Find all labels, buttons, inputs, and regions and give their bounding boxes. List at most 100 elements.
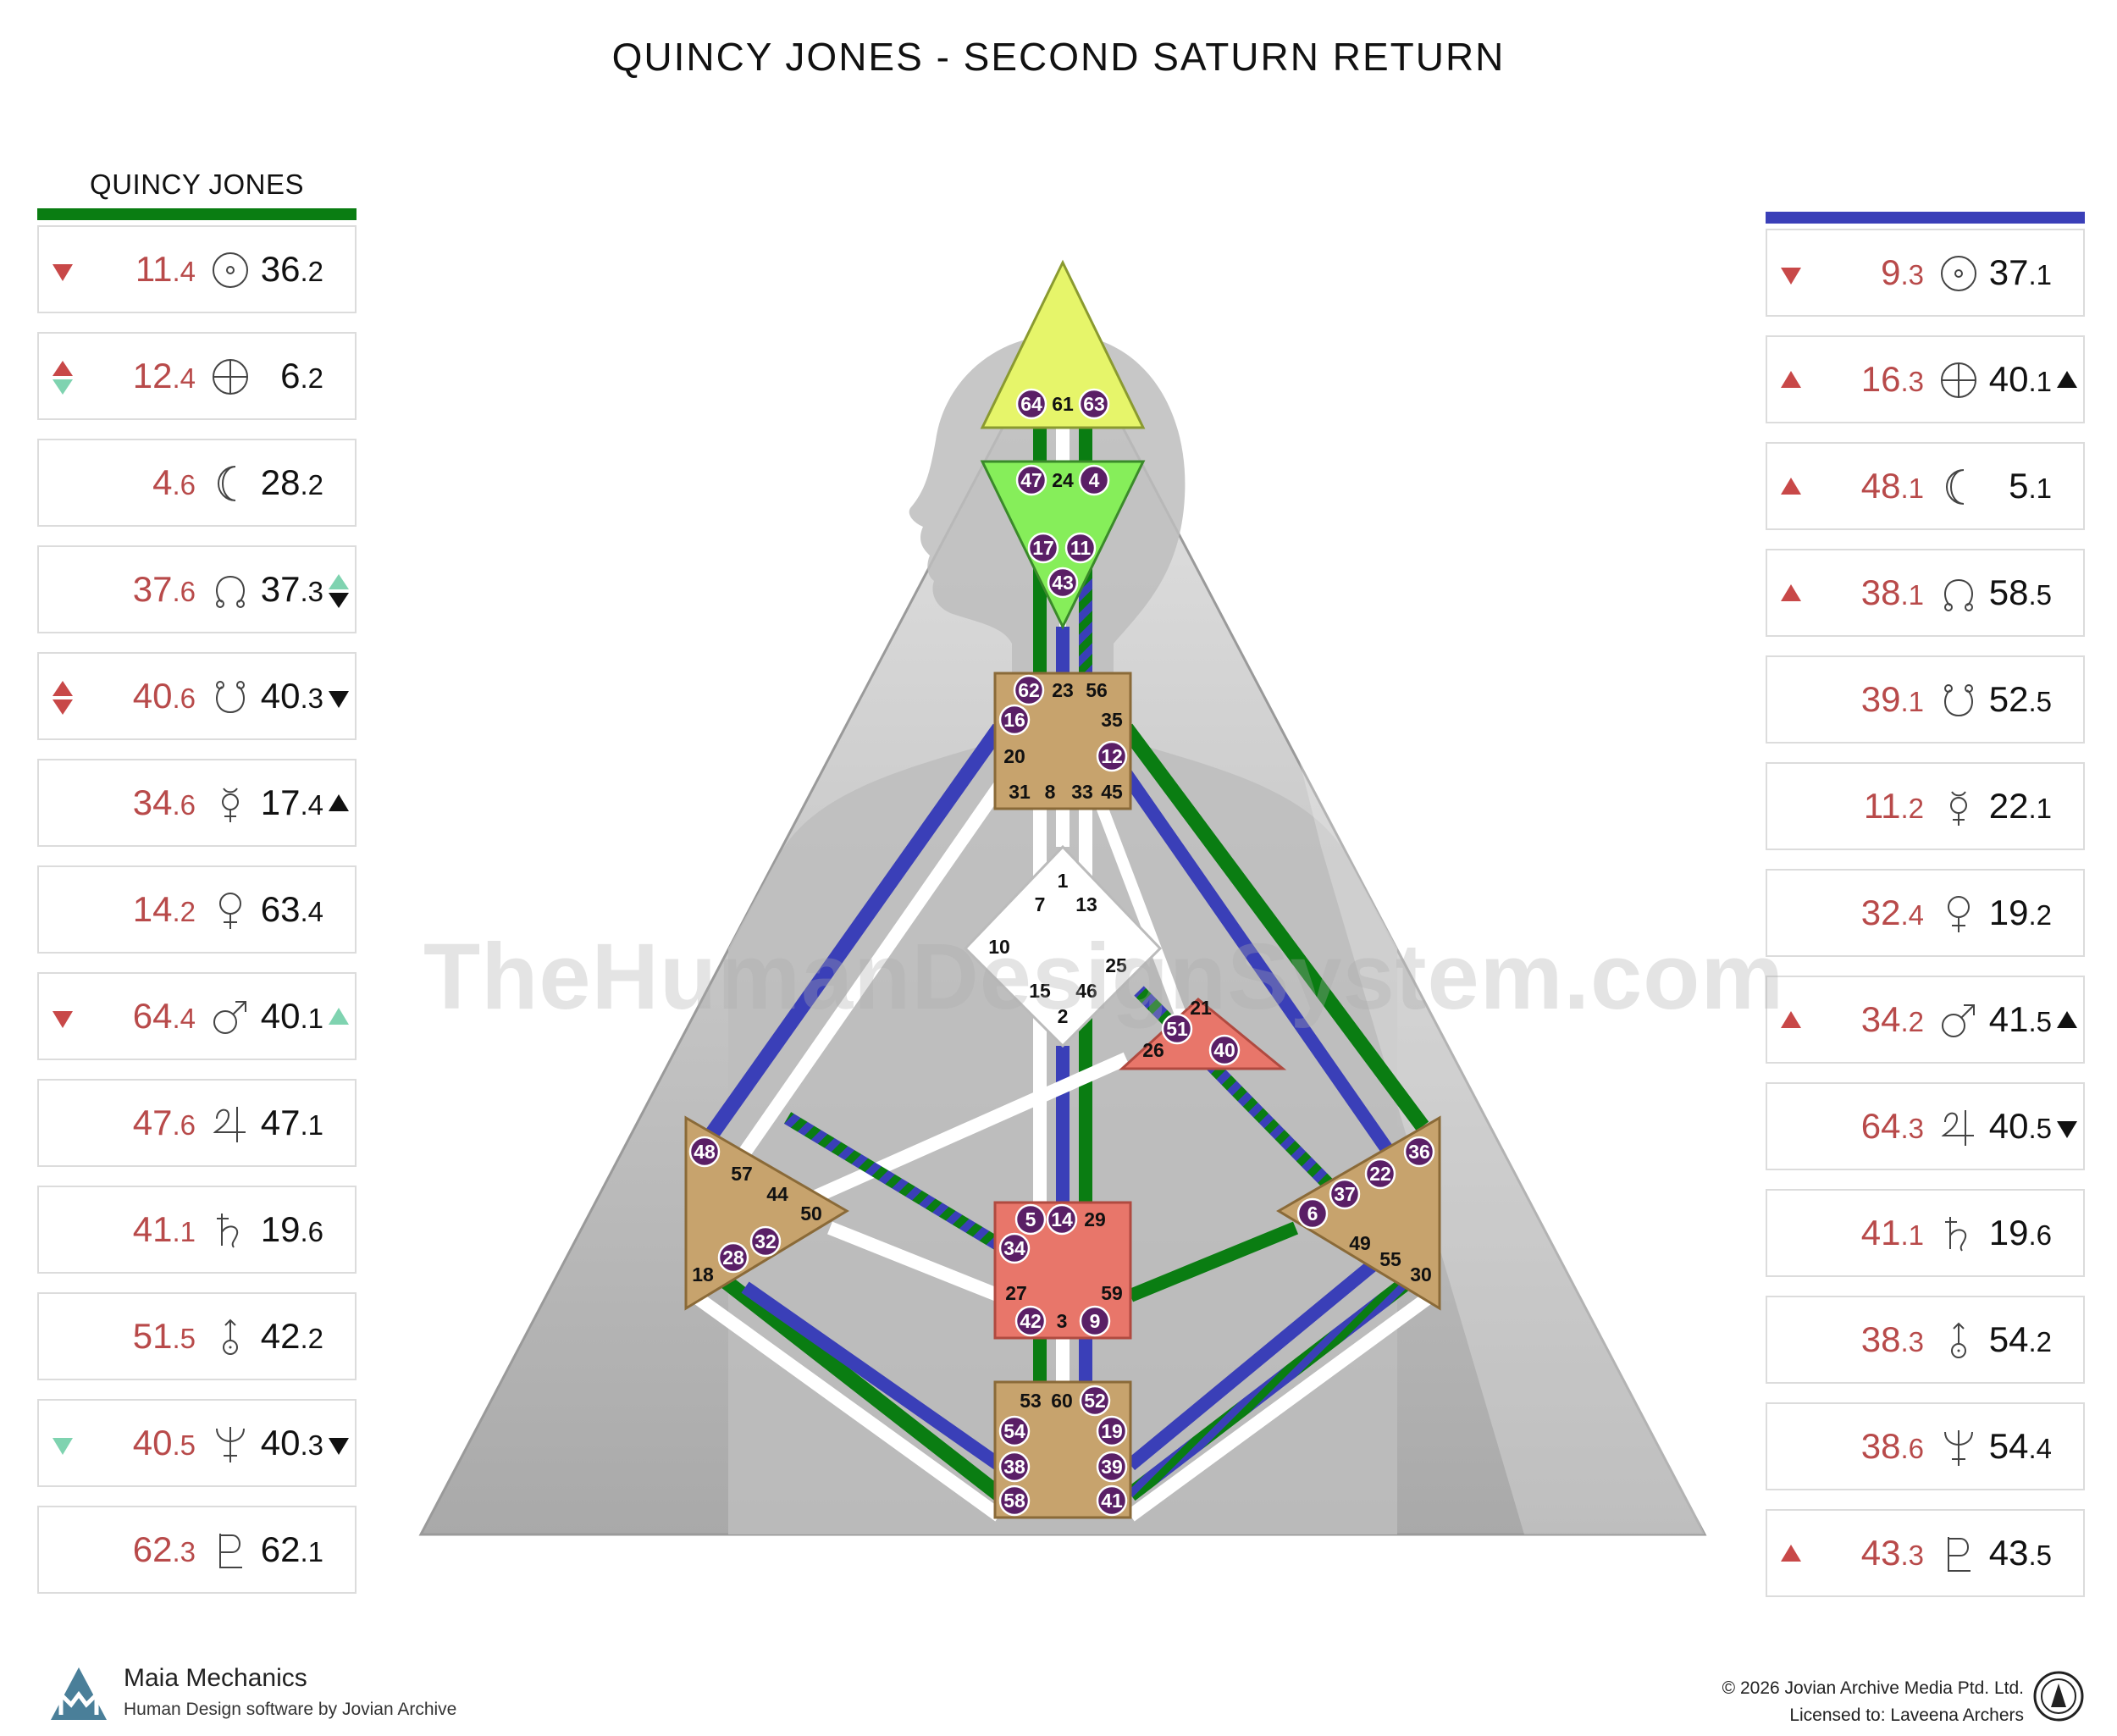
gate-55: 55	[1379, 1248, 1401, 1270]
activation-marker-icon	[327, 999, 351, 1037]
gate-badge	[688, 1136, 721, 1168]
gate-number: 64	[1020, 393, 1042, 415]
neptune-icon	[208, 1422, 252, 1466]
gate-number: 16	[1003, 709, 1025, 731]
gate-number: 29	[1084, 1208, 1106, 1230]
venus-icon	[1937, 892, 1981, 936]
channel-segment	[690, 1290, 1003, 1522]
design-gate-line: 9.3	[1881, 252, 1924, 292]
gate-44: 44	[766, 1183, 788, 1205]
gate-1: 1	[1058, 870, 1069, 892]
activation-marker-icon	[327, 572, 351, 610]
gate-number: 24	[1052, 469, 1074, 491]
gate-number: 5	[1025, 1208, 1036, 1230]
personality-color-bar	[1766, 212, 2085, 224]
gate-badge	[1027, 532, 1059, 564]
personality-gate-line: 54.2	[1988, 1319, 2052, 1359]
design-gate-line: 62.3	[132, 1529, 196, 1569]
design-gate-line: 40.5	[132, 1423, 196, 1462]
gate-number: 20	[1003, 745, 1025, 767]
gate-51: 51	[1161, 1013, 1193, 1045]
gate-number: 11	[1070, 537, 1092, 559]
gate-9: 9	[1079, 1305, 1111, 1337]
personality-gate-line: 42.2	[260, 1316, 323, 1356]
gate-18: 18	[692, 1263, 714, 1285]
gate-badge	[1329, 1178, 1361, 1210]
activation-marker-icon	[1779, 576, 1803, 613]
personality-gate-line: 19.6	[1988, 1213, 2052, 1252]
gate-number: 1	[1058, 870, 1069, 892]
gate-number: 18	[692, 1263, 714, 1285]
gate-38: 38	[998, 1451, 1031, 1483]
activation-marker-icon	[327, 786, 351, 823]
personality-gate-line: 40.1	[260, 996, 323, 1036]
gate-number: 59	[1101, 1282, 1123, 1304]
gate-number: 42	[1020, 1310, 1042, 1332]
gate-number: 58	[1003, 1490, 1025, 1512]
design-gate-line: 43.3	[1860, 1533, 1924, 1573]
gate-57: 57	[731, 1163, 753, 1185]
white-veil-right	[1202, 373, 1705, 1534]
g-center	[963, 844, 1163, 1048]
gate-number: 10	[988, 936, 1010, 958]
mercury-icon	[1937, 785, 1981, 829]
channel-segment	[783, 1112, 1003, 1251]
brand-subtitle: Human Design software by Jovian Archive	[124, 1700, 457, 1719]
gate-number: 36	[1408, 1141, 1430, 1163]
uranus-icon	[208, 1315, 252, 1359]
gate-62: 62	[1013, 674, 1045, 706]
gate-number: 19	[1101, 1420, 1123, 1442]
gate-53: 53	[1020, 1390, 1042, 1412]
design-gate-line: 64.3	[1860, 1106, 1924, 1146]
gate-46: 46	[1075, 980, 1097, 1002]
design-gate-line: 41.1	[132, 1209, 196, 1249]
gate-number: 13	[1075, 893, 1097, 915]
gate-badge	[1208, 1034, 1241, 1066]
gate-badge	[1096, 1451, 1128, 1483]
personality-gate-line: 19.2	[1988, 893, 2052, 932]
pluto-icon	[208, 1529, 252, 1573]
gate-number: 4	[1089, 469, 1100, 491]
gate-number: 61	[1052, 393, 1074, 415]
gate-number: 46	[1075, 980, 1097, 1002]
gate-number: 14	[1051, 1208, 1073, 1230]
channel-segment	[1126, 1290, 1435, 1522]
gate-33: 33	[1071, 781, 1093, 803]
gate-number: 34	[1003, 1237, 1025, 1259]
design-gate-line: 48.1	[1860, 466, 1924, 506]
gate-number: 49	[1349, 1232, 1371, 1254]
jupiter-icon	[1937, 1105, 1981, 1149]
design-gate-line: 37.6	[132, 569, 196, 609]
gate-number: 56	[1086, 679, 1108, 701]
gate-number: 63	[1083, 393, 1105, 415]
heart-center	[1119, 998, 1287, 1070]
channel-segment	[1119, 723, 1429, 1131]
gate-badge	[1013, 674, 1045, 706]
gate-number: 48	[694, 1141, 716, 1163]
gate-64: 64	[1015, 388, 1047, 420]
gate-14: 14	[1046, 1203, 1078, 1236]
activation-marker-icon	[51, 252, 75, 290]
gate-number: 15	[1029, 980, 1051, 1002]
gate-number: 44	[766, 1183, 788, 1205]
channel-segment	[1127, 1221, 1299, 1302]
personality-gate-line: 40.3	[260, 676, 323, 716]
gate-badge	[998, 1232, 1031, 1264]
gate-number: 7	[1035, 893, 1046, 915]
gate-number: 50	[800, 1202, 822, 1225]
gate-39: 39	[1096, 1451, 1128, 1483]
personality-gate-line: 54.4	[1988, 1426, 2052, 1466]
earth-icon	[1937, 358, 1981, 402]
gate-badge	[749, 1225, 782, 1258]
watermark: TheHumanDesignSystem.com	[423, 925, 1785, 1029]
gate-number: 43	[1052, 572, 1074, 594]
gate-number: 57	[731, 1163, 753, 1185]
